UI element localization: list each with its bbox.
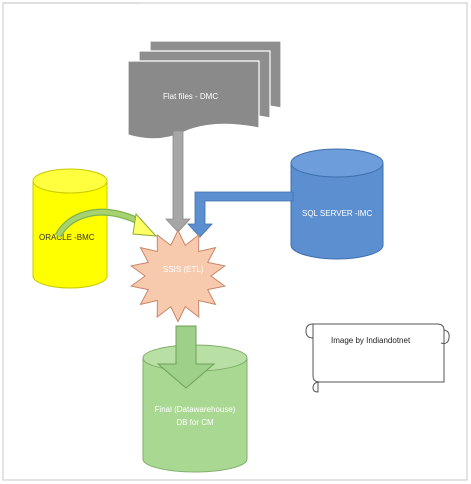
sql-server-cylinder-body xyxy=(290,162,384,260)
ssis-node: SSIS (ETL) xyxy=(129,229,227,323)
sql-server-node: SQL SERVER -IMC xyxy=(290,148,384,260)
sql-server-cylinder-top xyxy=(290,148,384,178)
oracle-label: ORACLE -BMC xyxy=(39,233,95,242)
sql-server-label: SQL SERVER -IMC xyxy=(302,209,372,218)
scroll-left-curl xyxy=(305,323,314,339)
arrow-sql-server-to-ssis xyxy=(187,191,294,238)
final-db-label-line1: Final (Datawarehouse) xyxy=(155,405,236,414)
scroll-bottom-curl xyxy=(312,381,321,393)
arrow-flat-files-to-ssis xyxy=(165,130,191,233)
credit-text: Image by Indiandotnet xyxy=(331,336,411,345)
scroll-right-curl xyxy=(440,329,450,344)
flat-files-node: Flat files - DMC xyxy=(127,40,282,140)
arrow-oracle-head xyxy=(132,212,158,237)
flat-file-sheet-front xyxy=(127,60,260,140)
scroll-body xyxy=(312,323,445,383)
oracle-cylinder-body xyxy=(32,180,108,289)
final-db-label-line2: DB for CM xyxy=(176,418,214,427)
oracle-cylinder-top xyxy=(32,168,108,194)
arrow-oracle-shaft-inner xyxy=(55,209,142,238)
flat-files-label: Flat files - DMC xyxy=(163,92,218,101)
oracle-node: ORACLE -BMC xyxy=(32,168,108,289)
arrow-oracle-to-ssis xyxy=(54,208,158,238)
final-db-cylinder-body xyxy=(142,357,248,473)
ssis-label: SSIS (ETL) xyxy=(163,265,204,274)
credit-scroll: Image by Indiandotnet xyxy=(305,323,450,393)
arrow-ssis-to-final-db xyxy=(156,325,216,389)
ssis-starburst xyxy=(129,229,227,323)
